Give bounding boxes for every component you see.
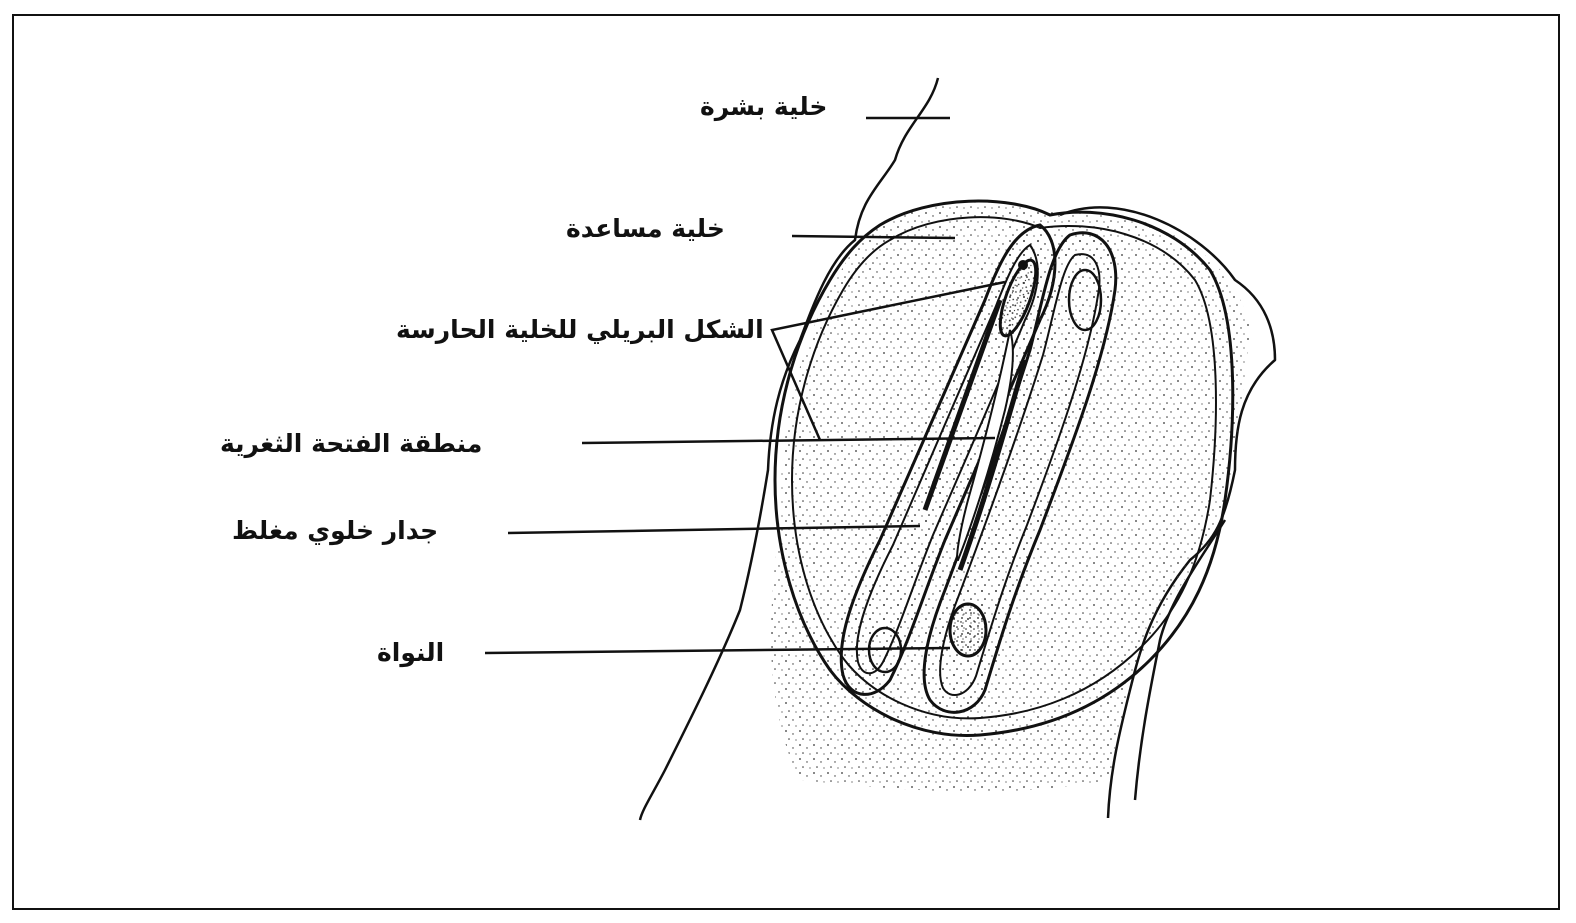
label-stomatal-pore-region: منطقة الفتحة الثغرية <box>220 431 482 456</box>
nucleus-left-guard-cell-spot <box>1018 260 1028 270</box>
label-subsidiary-cell: خلية مساعدة <box>566 216 725 241</box>
label-thickened-cell-wall: جدار خلوي مغلظ <box>232 518 438 543</box>
label-nucleus: النواة <box>377 640 444 665</box>
nucleus-right-guard-cell <box>950 604 986 656</box>
label-guard-cell-shape: الشكل البريلي للخلية الحارسة <box>396 317 764 342</box>
label-epidermal-cell: خلية بشرة <box>700 94 827 119</box>
